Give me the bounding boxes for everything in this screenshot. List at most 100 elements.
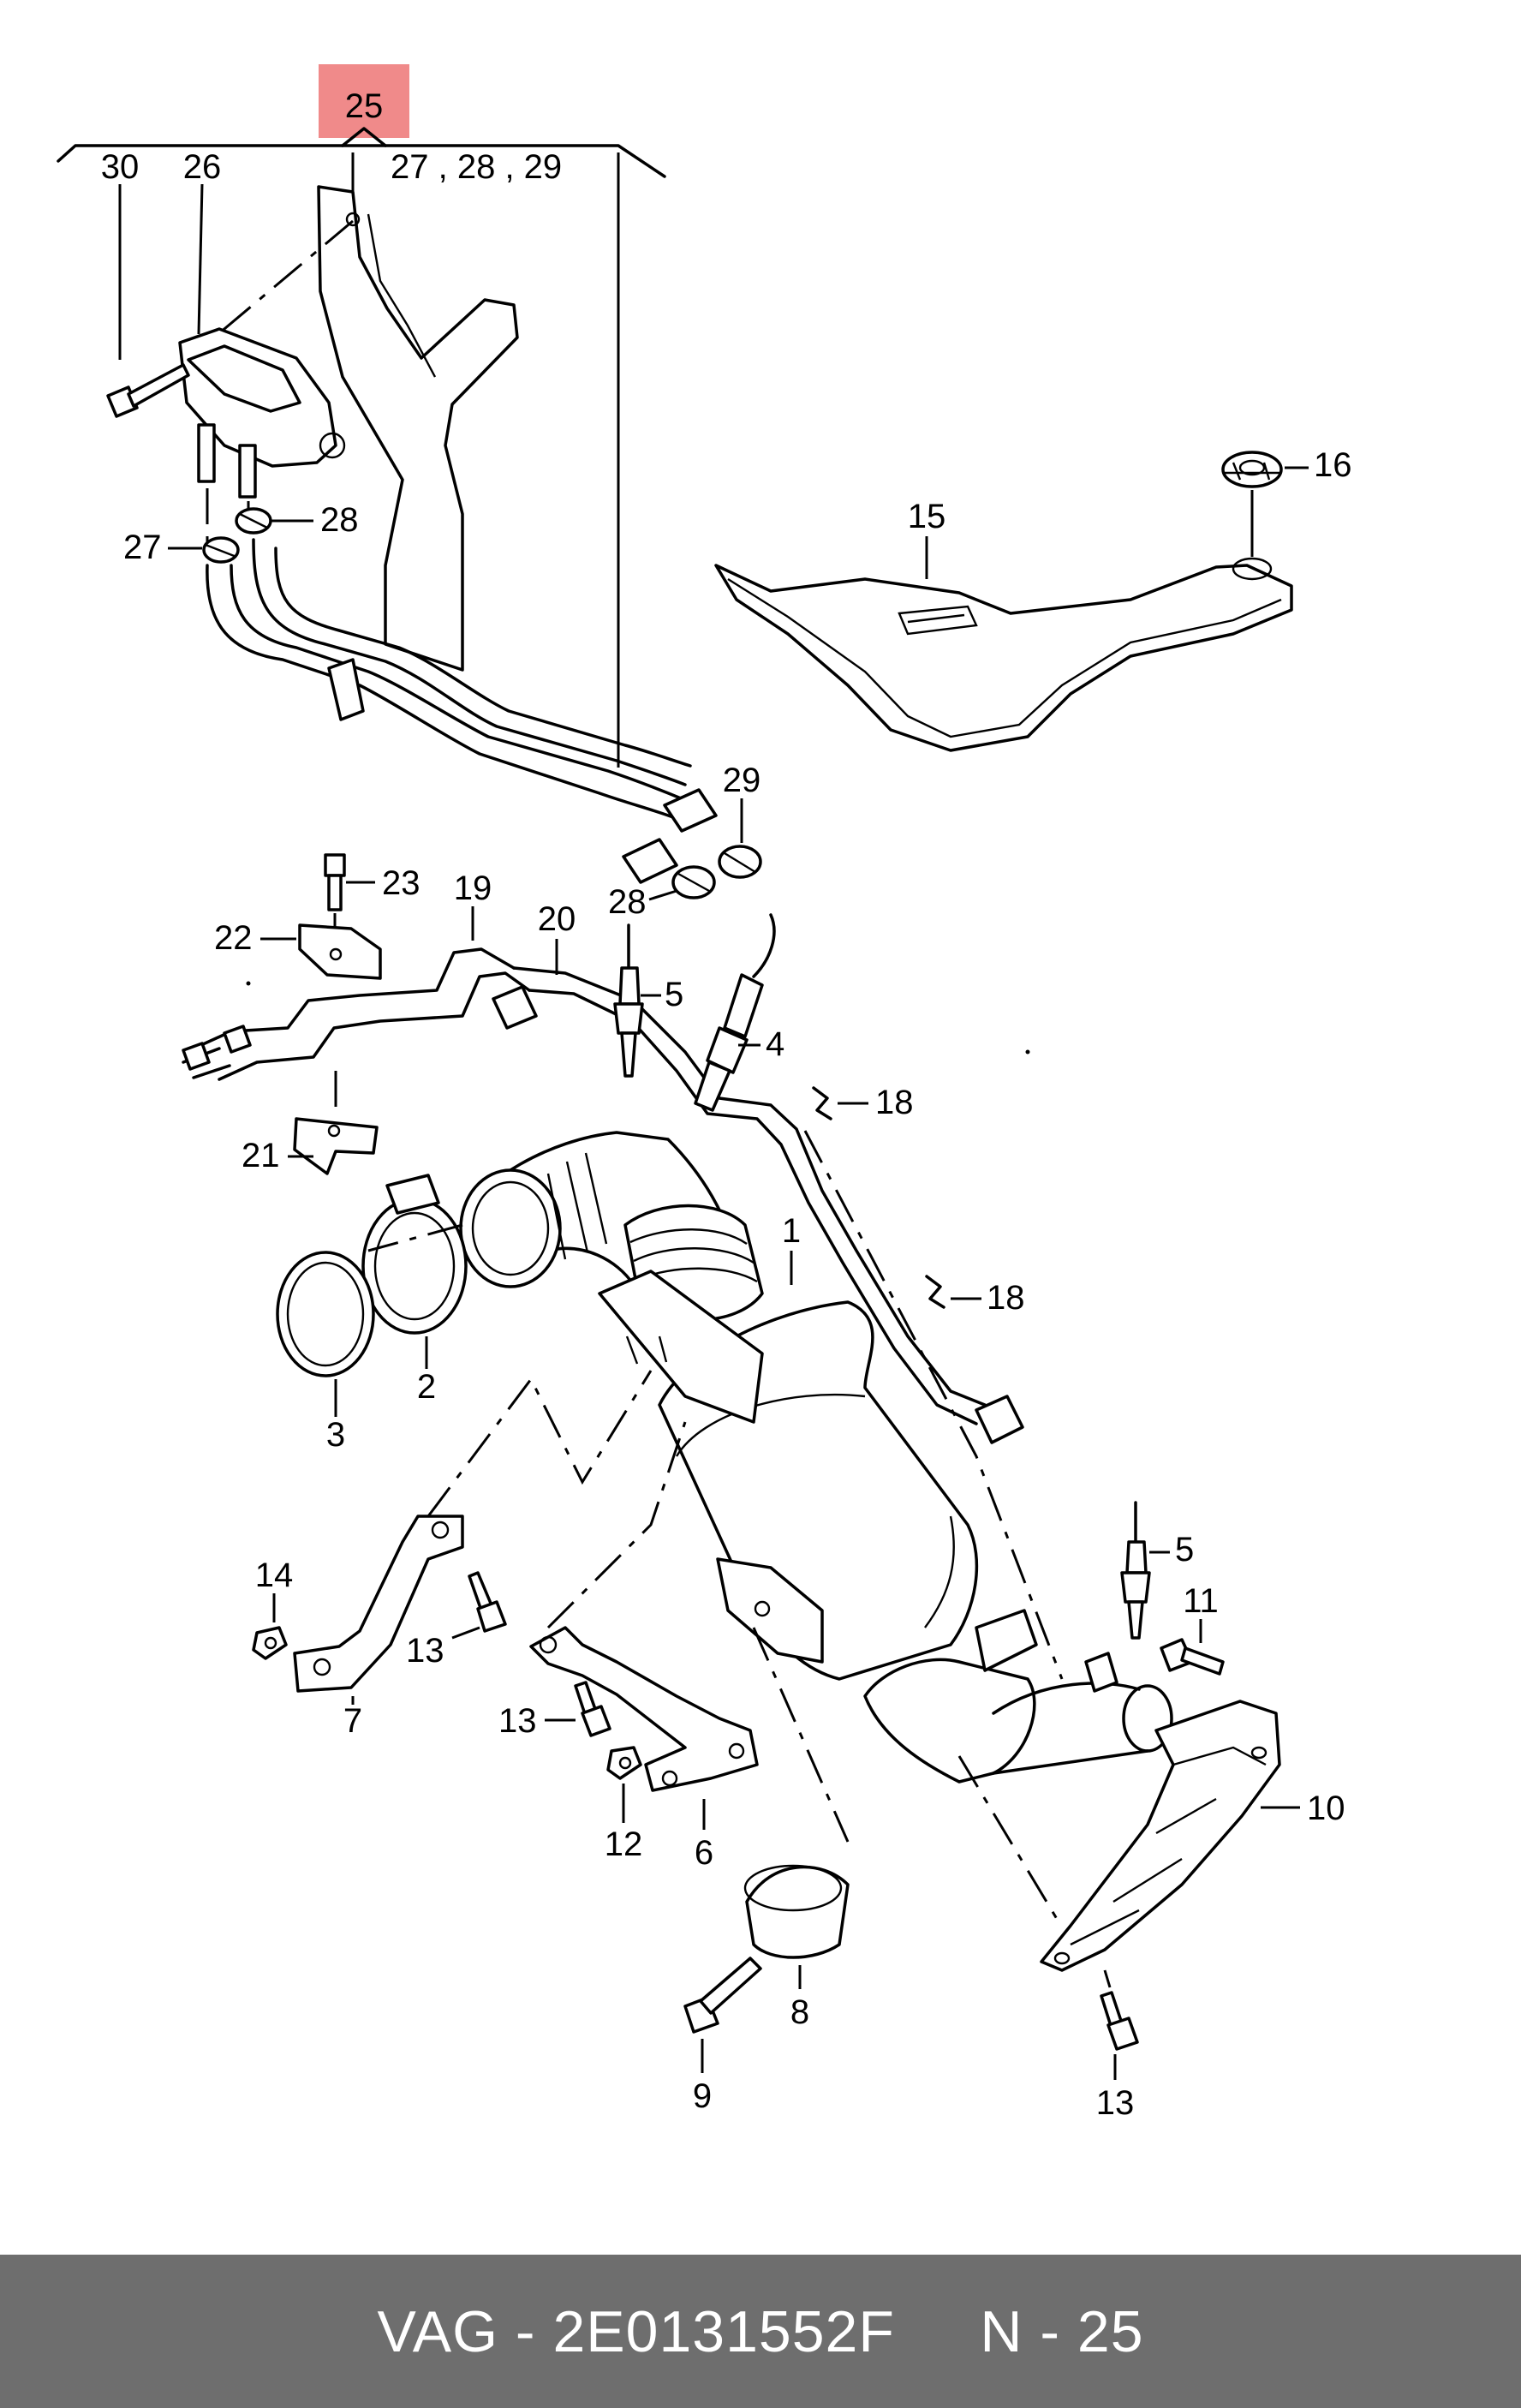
catalytic-converter-1[interactable] [459, 1131, 1173, 1784]
heat-shield-10-hole-2 [1053, 1951, 1071, 1965]
label-13-c: 13 [1096, 2084, 1135, 2122]
pipe-20-nut-lower [975, 1395, 1024, 1444]
heat-shield-10-hole-1 [1250, 1746, 1268, 1760]
pipe-19-end-a [182, 1042, 211, 1071]
bolt-11-shank [1180, 1646, 1225, 1676]
bolt-23[interactable] [324, 853, 346, 911]
pipe-19-upper [192, 947, 516, 1050]
label-30: 30 [101, 148, 140, 186]
heat-shield-edge [727, 577, 1282, 738]
bolt-13-b[interactable] [574, 1681, 611, 1737]
label-16: 16 [1314, 446, 1352, 484]
sensor-mount-hole [319, 432, 346, 459]
sender-5-upper-connector [618, 966, 641, 1006]
nut-12-body [606, 1746, 642, 1780]
pressure-hose-a [206, 564, 687, 824]
clamp-29[interactable] [718, 845, 762, 879]
heat-shield-10-body [1040, 1700, 1281, 1972]
clamp-27[interactable] [202, 536, 240, 564]
pressure-sensor-26[interactable] [178, 327, 346, 499]
part-number-text: VAG - 2E0131552F N - 25 [377, 2298, 1144, 2364]
bolt-13-a[interactable] [468, 1571, 507, 1633]
bolt-23-shank [327, 874, 343, 911]
temp-sender-5-lower[interactable] [1120, 1501, 1151, 1640]
bracket-6-hole-3 [728, 1742, 745, 1760]
gasket-3[interactable] [276, 1251, 375, 1377]
bolt-13-c[interactable] [1100, 1991, 1139, 2051]
clip-22[interactable] [298, 923, 382, 980]
nut-12[interactable] [606, 1746, 642, 1780]
clamp-28-lower[interactable] [671, 865, 716, 899]
label-27-28-29: 27 , 28 , 29 [391, 148, 562, 186]
label-3: 3 [326, 1416, 345, 1454]
label-9: 9 [693, 2077, 712, 2115]
dash-bracket-6 [546, 1421, 687, 1629]
label-18-lower: 18 [987, 1279, 1025, 1317]
label-28-upper: 28 [320, 501, 359, 539]
clamp-2[interactable] [361, 1174, 468, 1335]
label-20: 20 [538, 900, 576, 938]
nut-14[interactable] [252, 1626, 288, 1660]
sensor-port-2 [238, 444, 257, 499]
heat-shield-10[interactable] [1040, 1700, 1281, 1972]
clamp-2-screw [385, 1174, 440, 1215]
heat-shield-15[interactable] [714, 557, 1293, 752]
clip-21-body [293, 1117, 379, 1175]
pipe-19[interactable] [182, 947, 531, 1081]
spring-nut-16-teeth [1225, 462, 1279, 481]
bolt-30[interactable] [106, 363, 190, 418]
spring-nut-16-hole [1238, 459, 1266, 476]
dash-bracket-7 [426, 1370, 653, 1517]
nut-12-hole [618, 1756, 632, 1770]
bracket-6[interactable] [529, 1626, 759, 1792]
bolt-9[interactable] [683, 1957, 762, 2034]
heat-shield-embossing [898, 605, 978, 636]
dash-13-c [1103, 1969, 1112, 1988]
clip-21-hole [327, 1124, 341, 1138]
heat-shield-outline [714, 564, 1293, 752]
callout-25[interactable]: 25 [319, 64, 409, 138]
temp-sender-5-upper[interactable] [613, 923, 644, 1078]
callout-25-highlight [319, 64, 409, 138]
label-10: 10 [1307, 1790, 1345, 1827]
bolt-23-head [324, 853, 346, 877]
label-18-upper: 18 [875, 1084, 914, 1121]
converter-bracket-lower-hole [754, 1600, 771, 1617]
label-13-a: 13 [406, 1632, 444, 1670]
bracket-7-hole-1 [313, 1658, 331, 1676]
bolt-13-b-head [581, 1705, 611, 1737]
probe-4-body [723, 973, 764, 1038]
pipe-19-lower [218, 971, 531, 1081]
clip-21[interactable] [293, 1117, 379, 1175]
dash-heat-shield-10 [957, 1755, 1064, 1928]
rubber-mount-8-body [745, 1865, 850, 1959]
bolt-13-a-head [476, 1600, 507, 1633]
label-29: 29 [723, 762, 761, 799]
clamp-28-upper[interactable] [235, 507, 272, 535]
bolt-11[interactable] [1160, 1638, 1225, 1676]
bracket-6-body [529, 1626, 759, 1792]
spring-nut-16[interactable] [1221, 451, 1283, 488]
heat-shield-10-ribs [1070, 1746, 1267, 1946]
clamp-28-upper-ear [239, 512, 268, 529]
clip-22-hole [329, 947, 343, 961]
clamp-29-ear [724, 851, 756, 874]
converter-inlet-bore [471, 1180, 550, 1276]
lambda-probe-4[interactable] [694, 913, 776, 1112]
callout-25-label: 25 [345, 87, 384, 125]
sender-boss [1084, 1652, 1118, 1693]
leader-13-a [451, 1626, 480, 1640]
label-5-upper: 5 [665, 976, 683, 1013]
label-8: 8 [790, 1993, 809, 2031]
label-12: 12 [605, 1825, 643, 1863]
converter-bracket-upper [598, 1270, 764, 1424]
sender-5-upper-tip [620, 1031, 637, 1078]
converter-bracket-lower [716, 1557, 824, 1664]
pressure-hose-b-edge [274, 547, 692, 768]
rubber-mount-8[interactable] [743, 1864, 850, 1959]
label-7: 7 [343, 1702, 362, 1740]
bracket-7[interactable] [293, 1515, 464, 1693]
stray-dot-1 [246, 981, 251, 986]
label-19: 19 [454, 869, 492, 907]
label-5-lower: 5 [1175, 1531, 1194, 1568]
